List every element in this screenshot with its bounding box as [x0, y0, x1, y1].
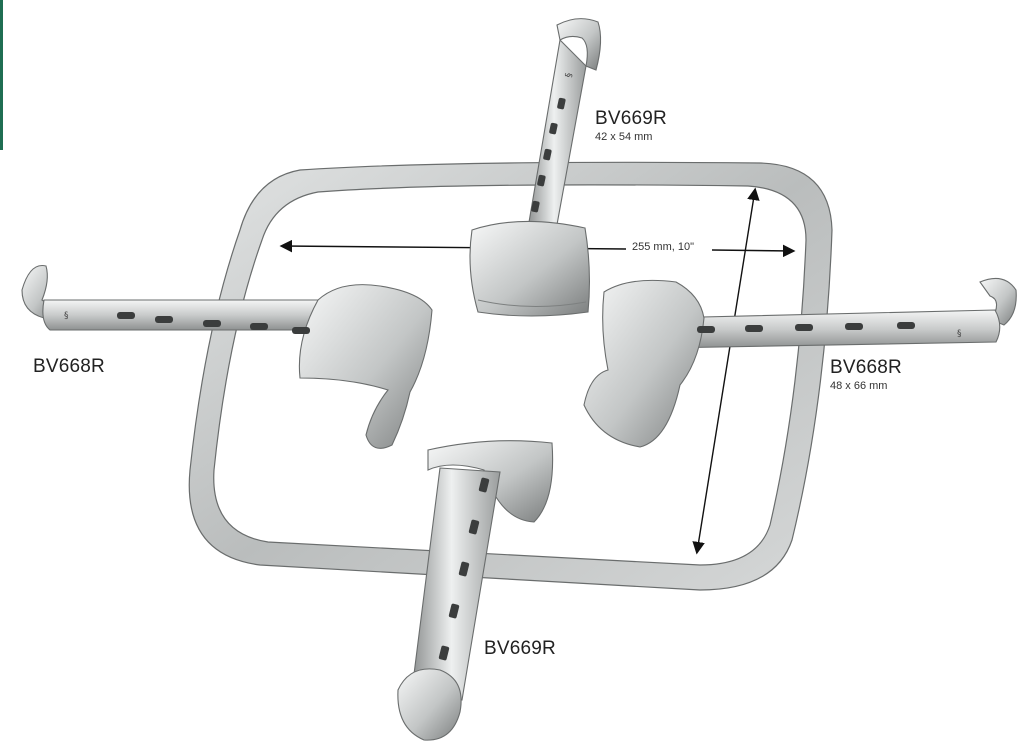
right-blade-label: BV668R 48 x 66 mm — [830, 357, 902, 393]
right-blade-model: BV668R — [830, 357, 902, 378]
svg-text:§: § — [64, 311, 69, 321]
edge-accent-strip — [0, 0, 3, 150]
top-blade-model: BV669R — [595, 108, 667, 129]
right-blade-size: 48 x 66 mm — [830, 380, 888, 392]
right-blade-retractor: § — [583, 277, 1017, 448]
top-blade-retractor: § — [469, 18, 602, 317]
bottom-blade-label: BV669R — [484, 638, 556, 660]
left-blade-retractor: § — [21, 264, 433, 449]
bottom-blade-retractor — [397, 440, 554, 741]
left-blade-model: BV668R — [33, 356, 105, 377]
top-blade-size: 42 x 54 mm — [595, 131, 653, 143]
svg-text:§: § — [564, 72, 575, 79]
width-dimension-text: 255 mm, 10" — [628, 241, 698, 253]
bottom-blade-model: BV669R — [484, 638, 556, 659]
left-blade-label: BV668R — [33, 356, 105, 378]
svg-text:§: § — [957, 329, 962, 339]
top-blade-label: BV669R 42 x 54 mm — [595, 108, 667, 144]
height-dimension-arrow — [692, 187, 760, 555]
